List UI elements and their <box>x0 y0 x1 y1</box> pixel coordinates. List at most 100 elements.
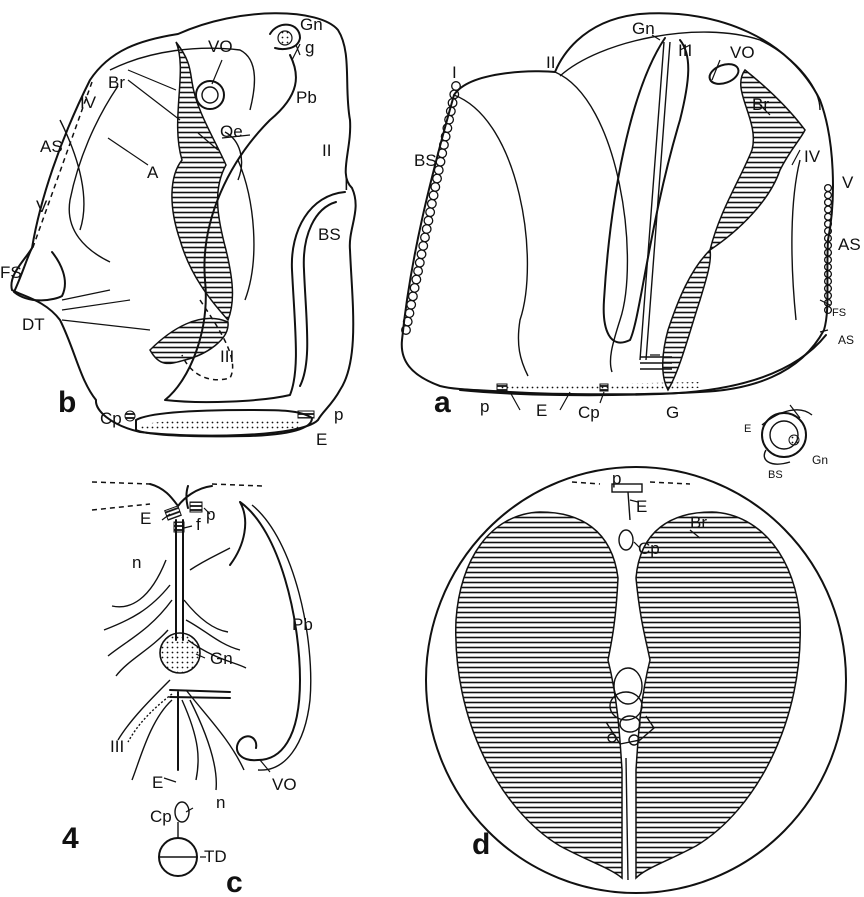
panel-d-label-br: Br <box>690 513 707 532</box>
panel-d-cp <box>619 530 633 550</box>
panel-b-label-i: I <box>344 175 349 194</box>
figure-number: 4 <box>62 822 79 855</box>
panel-a-label-g: G <box>666 403 679 422</box>
panel-a-label-as: AS <box>838 235 861 254</box>
panel-b-vo-inner <box>202 87 218 103</box>
panel-c-label-e2: E <box>152 773 163 792</box>
bs-bead <box>421 233 430 242</box>
bs-bead <box>452 82 461 91</box>
panel-a-label-gn: Gn <box>632 19 655 38</box>
panel-b-letter: b <box>58 386 76 419</box>
panel-a-label-gn2: Gn <box>812 453 828 467</box>
panel-a-inset-dot <box>789 435 799 445</box>
bs-bead <box>426 208 435 217</box>
panel-d-label-p: p <box>612 469 621 488</box>
panel-c-label-pb: Pb <box>292 615 313 634</box>
as-bead <box>825 206 832 213</box>
panel-d-label-e: E <box>636 497 647 516</box>
panel-b: VO Gn g Br IV Pb AS Oe II I A BS V FS DT… <box>0 13 356 449</box>
panel-c-label-cp: Cp <box>150 807 172 826</box>
panel-a-outer-body <box>402 13 833 394</box>
panel-a-label-p: p <box>480 397 489 416</box>
panel-c-label-iii: III <box>110 737 124 756</box>
panel-a-mid-curve <box>555 72 627 372</box>
panel-a-letter: a <box>434 386 451 419</box>
bs-bead <box>417 250 426 259</box>
panel-a-vo <box>707 60 741 87</box>
panel-b-label-cp: Cp <box>100 409 122 428</box>
panel-a-label-bs: BS <box>414 151 437 170</box>
bs-bead <box>422 225 431 234</box>
bs-bead <box>445 115 454 124</box>
bs-bead <box>433 174 442 183</box>
panel-d: p E Br Cp d <box>426 467 846 893</box>
panel-c-upper-curves <box>150 484 212 508</box>
panel-b-label-iii: III <box>220 347 234 366</box>
panel-a: Gn III VO Br I II BS IV V AS FS AS E Gn … <box>402 13 861 481</box>
panel-b-label-a: A <box>147 163 159 182</box>
panel-b-label-bs: BS <box>318 225 341 244</box>
panel-c-e-block <box>165 506 182 520</box>
panel-b-label-e: E <box>316 430 327 449</box>
panel-b-label-v: V <box>36 197 48 216</box>
panel-a-label-e: E <box>536 401 547 420</box>
panel-b-p-block <box>298 411 314 418</box>
bs-bead <box>438 149 447 158</box>
panel-a-label-e2: E <box>744 423 751 435</box>
panel-a-label-iv: IV <box>804 147 821 166</box>
panel-a-label-br: Br <box>752 95 769 114</box>
panel-b-bottom-dots <box>140 419 300 430</box>
as-bead <box>825 185 832 192</box>
panel-d-label-cp: Cp <box>638 539 660 558</box>
panel-b-label-p: p <box>334 405 343 424</box>
bs-bead <box>436 157 445 166</box>
panel-c-pb-inner <box>252 505 311 770</box>
panel-a-front-curve <box>454 95 528 376</box>
panel-a-label-vo: VO <box>730 43 755 62</box>
panel-b-label-iv: IV <box>80 93 97 112</box>
panel-b-label-g: g <box>305 38 314 57</box>
panel-d-e-line <box>628 492 630 520</box>
panel-b-label-pb: Pb <box>296 88 317 107</box>
as-bead <box>825 213 832 220</box>
panel-a-p-block <box>497 384 507 392</box>
panel-c-td-line <box>160 822 196 857</box>
bs-bead <box>412 275 421 284</box>
panel-a-label-iii: III <box>678 41 692 60</box>
panel-d-right-lobe <box>636 512 800 878</box>
panel-c-stem <box>176 520 183 640</box>
panel-d-letter: d <box>472 828 490 861</box>
panel-c-pb-curve <box>230 502 300 760</box>
panel-c-label-e: E <box>140 509 151 528</box>
panel-b-label-ii: II <box>322 141 331 160</box>
bs-bead <box>414 267 423 276</box>
bs-bead <box>419 242 428 251</box>
panel-c-label-td: TD <box>204 847 227 866</box>
panel-b-label-fs: FS <box>0 263 22 282</box>
panel-c-f-block <box>174 522 184 532</box>
panel-b-label-br: Br <box>108 73 125 92</box>
bs-bead <box>428 199 437 208</box>
panel-a-cp-block <box>600 384 608 391</box>
panel-a-label-fs: FS <box>832 307 846 319</box>
bs-bead <box>405 309 414 318</box>
panel-a-label-cp: Cp <box>578 403 600 422</box>
panel-b-label-vo: VO <box>208 37 233 56</box>
panel-a-label-v: V <box>842 173 854 192</box>
panel-a-fold <box>604 38 689 343</box>
panel-a-iv-line <box>792 160 800 320</box>
bs-bead <box>409 292 418 301</box>
panel-c-label-n2: n <box>216 793 225 812</box>
panel-c: E p f n Pb Gn III E VO Cp n TD 4 c <box>62 482 313 897</box>
panel-b-cp-dot <box>125 411 135 421</box>
bs-bead <box>410 284 419 293</box>
panel-c-label-f: f <box>196 515 201 534</box>
bs-bead <box>424 216 433 225</box>
panel-c-label-gn: Gn <box>210 649 233 668</box>
as-bead <box>825 192 832 199</box>
panel-b-vo-organ <box>196 81 224 109</box>
panel-c-p-block <box>190 502 202 512</box>
panel-b-label-gn: Gn <box>300 15 323 34</box>
panel-b-label-oe: Oe <box>220 122 243 141</box>
